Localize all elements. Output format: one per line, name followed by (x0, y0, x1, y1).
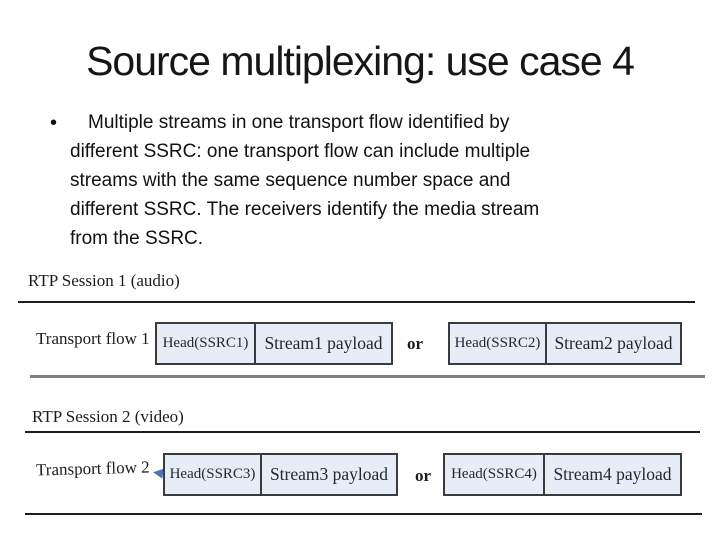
packet-payload-stream1: Stream1 payload (264, 333, 383, 353)
bullet-paragraph: Multiple streams in one transport flow i… (70, 108, 630, 253)
rtp-session-1-label: RTP Session 1 (audio) (28, 271, 180, 290)
session-2-top-rule (25, 431, 700, 433)
packet-head-ssrc2: Head(SSRC2) (450, 324, 547, 363)
packet-ssrc3: Head(SSRC3) Stream3 payload (163, 453, 398, 496)
packet-ssrc4: Head(SSRC4) Stream4 payload (443, 453, 682, 496)
transport-flow-1-label: Transport flow 1 (36, 329, 150, 348)
packet-ssrc2: Head(SSRC2) Stream2 payload (448, 322, 682, 365)
slide-title: Source multiplexing: use case 4 (86, 38, 635, 84)
bullet-line: from the SSRC. (70, 228, 204, 249)
rtp-session-2-label: RTP Session 2 (video) (32, 407, 184, 426)
packet-ssrc1: Head(SSRC1) Stream1 payload (155, 322, 393, 365)
or-label-flow1: or (407, 334, 424, 353)
packet-payload-stream3: Stream3 payload (269, 464, 389, 484)
or-label-flow2: or (415, 466, 432, 485)
transport-flow-2-label: Transport flow 2 (35, 457, 150, 480)
packet-head-ssrc3: Head(SSRC3) (165, 455, 262, 494)
session-1-top-rule (18, 301, 695, 303)
packet-head-ssrc4: Head(SSRC4) (445, 455, 545, 494)
arrow-left-icon (152, 467, 164, 479)
bullet-marker: • (50, 112, 58, 134)
session-2-bottom-rule (25, 513, 702, 515)
packet-head-ssrc1: Head(SSRC1) (157, 324, 256, 363)
packet-payload-stream4: Stream4 payload (553, 464, 672, 484)
bullet-line: different SSRC: one transport flow can i… (70, 141, 531, 162)
bullet-line: different SSRC. The receivers identify t… (70, 199, 540, 220)
bullet-line: Multiple streams in one transport flow i… (88, 112, 510, 133)
session-1-bottom-rule (30, 375, 705, 378)
bullet-line: streams with the same sequence number sp… (70, 170, 511, 191)
packet-payload-stream2: Stream2 payload (554, 333, 673, 353)
